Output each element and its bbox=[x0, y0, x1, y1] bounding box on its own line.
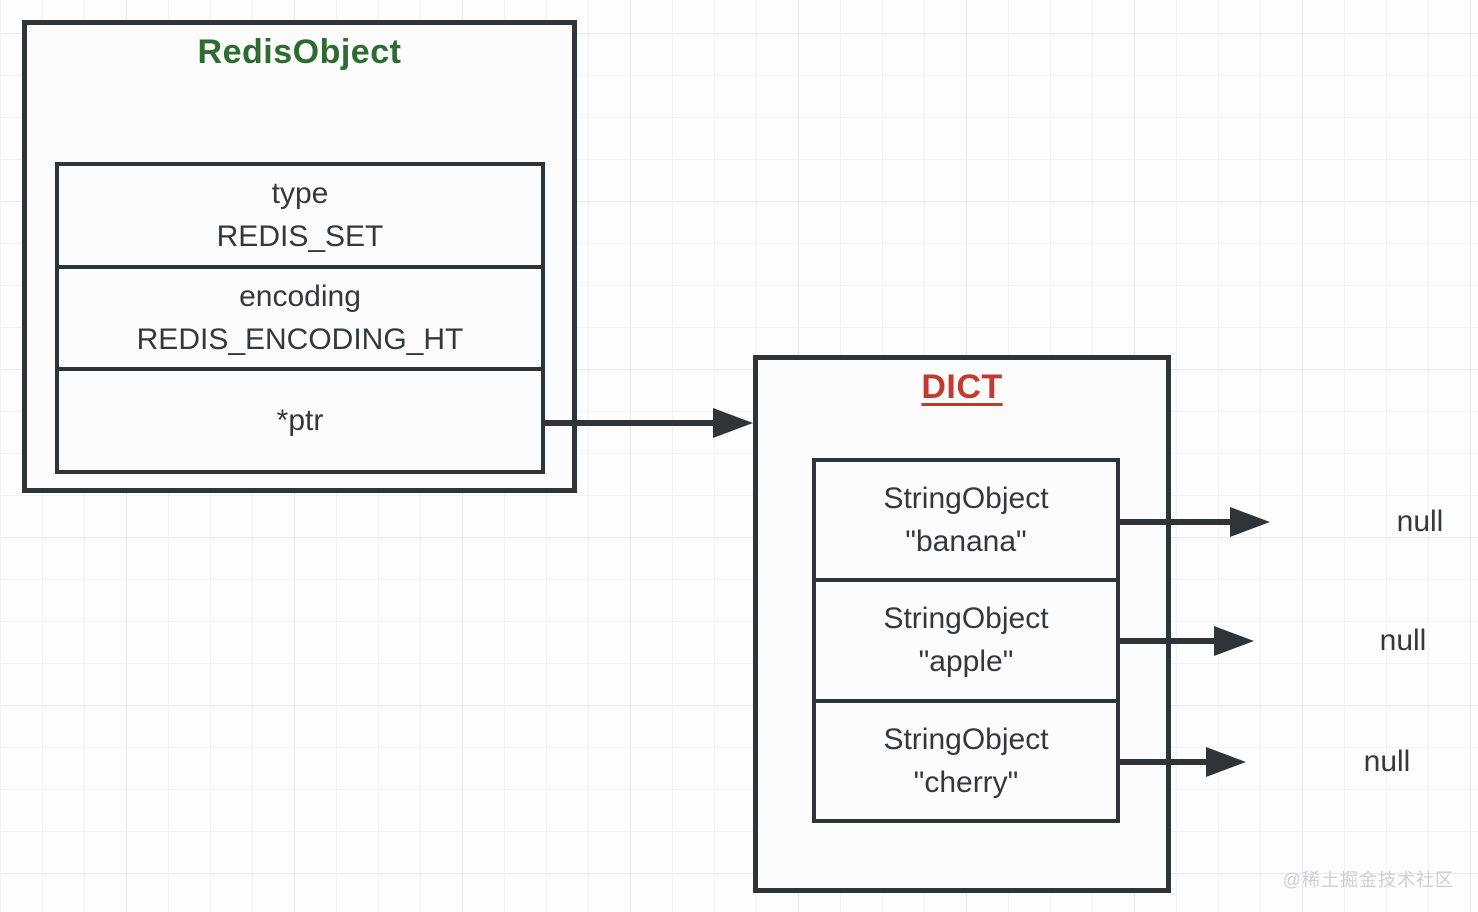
dict-cell-stack: StringObject "banana" StringObject "appl… bbox=[812, 458, 1120, 823]
null-label-cherry: null bbox=[1363, 745, 1411, 778]
watermark: @稀土掘金技术社区 bbox=[1282, 870, 1454, 890]
redis-cell-encoding-value: REDIS_ENCODING_HT bbox=[136, 323, 464, 356]
dict-entry-banana-value: "banana" bbox=[905, 525, 1027, 559]
null-label-banana: null bbox=[1396, 505, 1444, 538]
redis-cell-type-label: type bbox=[271, 177, 329, 211]
redis-cell-encoding-label: encoding bbox=[239, 280, 361, 313]
dict-entry-banana: StringObject "banana" bbox=[816, 462, 1116, 578]
dict-title: DICT bbox=[921, 368, 1003, 406]
redis-cell-type: type REDIS_SET bbox=[59, 166, 541, 265]
redis-cell-type-value: REDIS_SET bbox=[216, 220, 384, 254]
null-label-apple: null bbox=[1379, 624, 1427, 657]
redis-object-title: RedisObject bbox=[197, 33, 402, 71]
dict-entry-apple: StringObject "apple" bbox=[816, 578, 1116, 698]
redis-object-box: RedisObject type REDIS_SET encoding REDI… bbox=[22, 20, 577, 493]
dict-entry-banana-type: StringObject bbox=[883, 482, 1049, 516]
dict-entry-apple-type: StringObject bbox=[883, 602, 1049, 636]
redis-object-cell-stack: type REDIS_SET encoding REDIS_ENCODING_H… bbox=[55, 162, 545, 474]
dict-box: DICT StringObject "banana" StringObject … bbox=[753, 355, 1171, 893]
dict-entry-cherry-type: StringObject bbox=[883, 722, 1049, 756]
dict-entry-cherry: StringObject "cherry" bbox=[816, 698, 1116, 819]
redis-cell-ptr: *ptr bbox=[59, 367, 541, 470]
dict-entry-cherry-value: "cherry" bbox=[913, 765, 1019, 799]
dict-entry-apple-value: "apple" bbox=[918, 645, 1014, 679]
redis-cell-ptr-label: *ptr bbox=[276, 404, 324, 438]
redis-cell-encoding: encoding REDIS_ENCODING_HT bbox=[59, 264, 541, 368]
